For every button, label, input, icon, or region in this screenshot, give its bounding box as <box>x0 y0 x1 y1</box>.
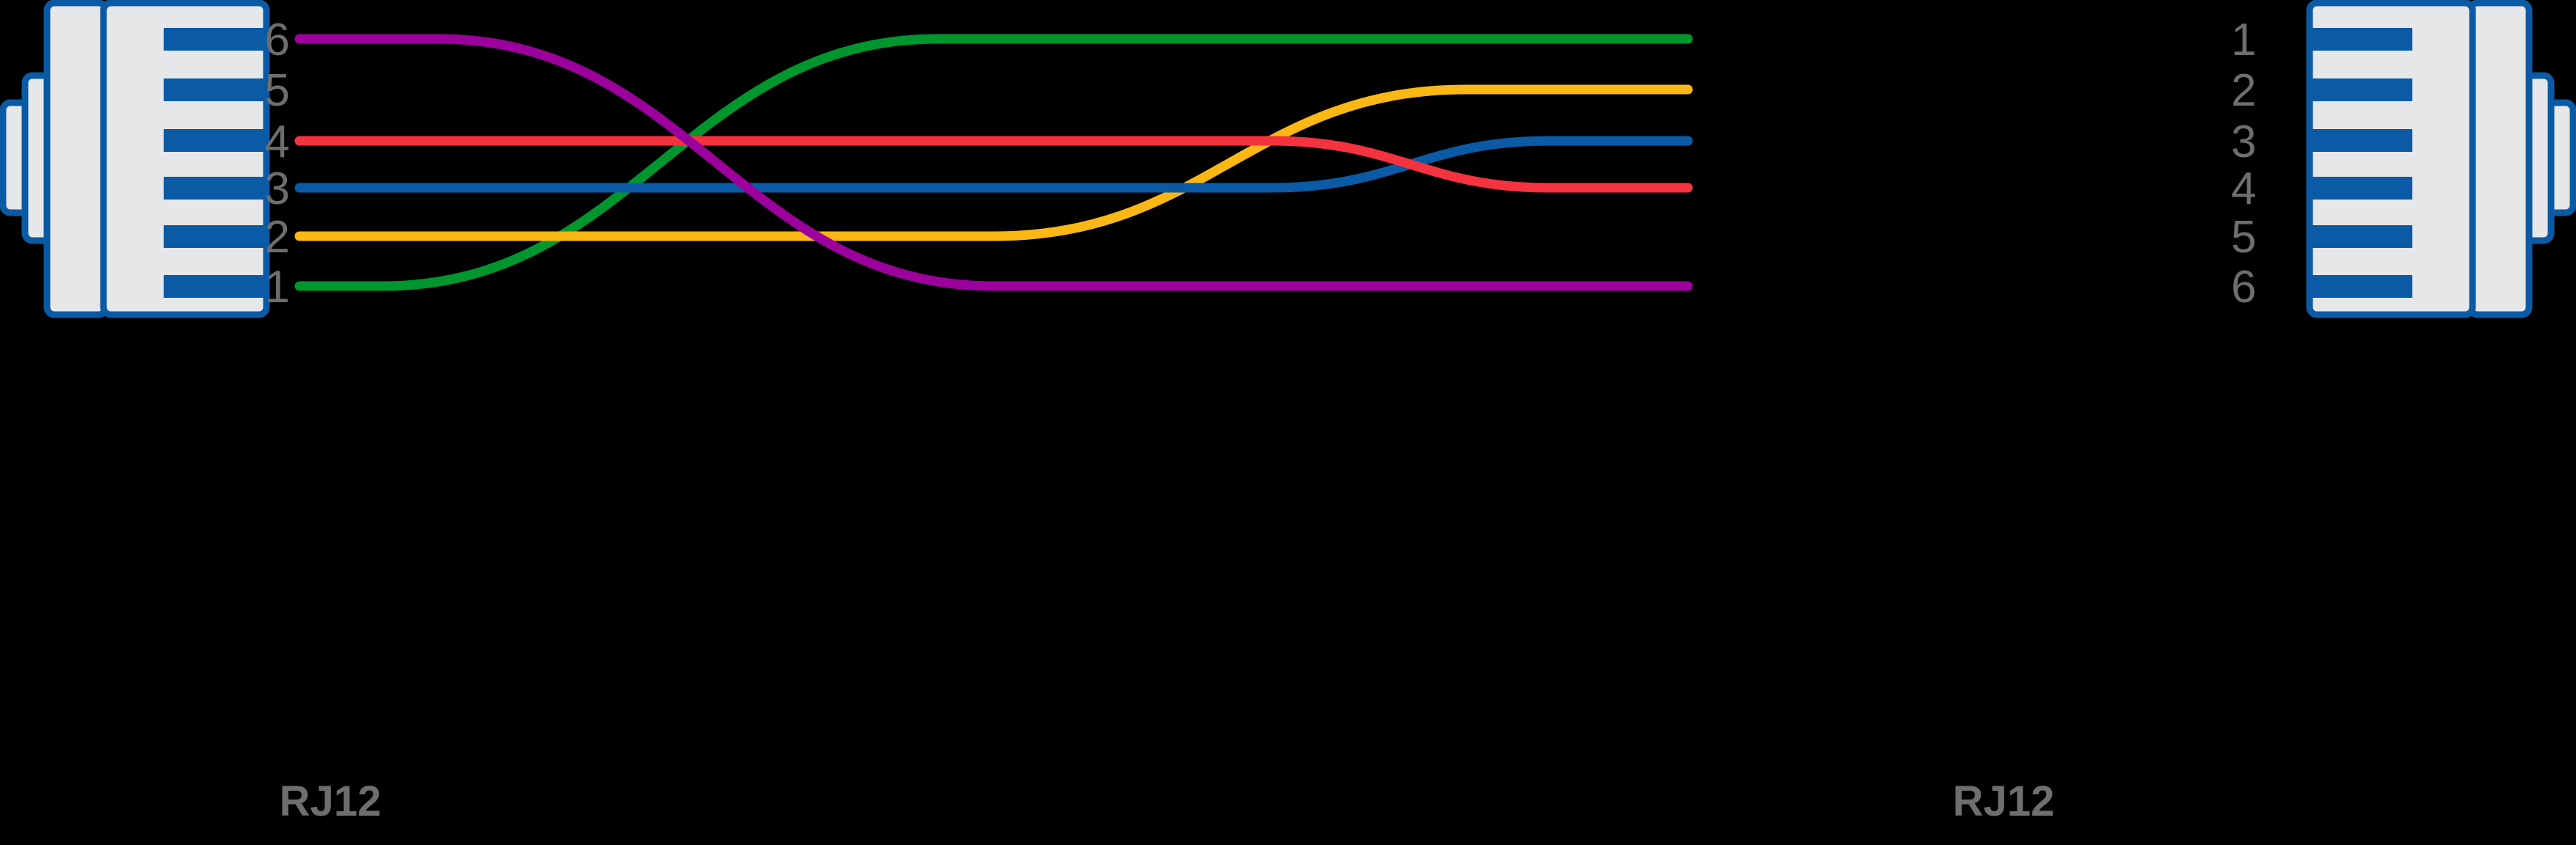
right-pin-contacts <box>2310 28 2412 298</box>
right-pin-label-1: 1 <box>2231 15 2256 65</box>
left-pin-contact-2 <box>164 225 266 248</box>
left-pin-contact-5 <box>164 78 266 101</box>
left-pin-label-4: 4 <box>265 117 290 167</box>
left-pin-contact-4 <box>164 129 266 152</box>
wire-bundle <box>294 34 1693 291</box>
wire-purple <box>294 34 1693 291</box>
right-pin-label-6: 6 <box>2231 262 2256 312</box>
right-pin-label-2: 2 <box>2231 65 2256 116</box>
right-pin-contact-1 <box>2310 28 2412 51</box>
right-pin-labels: 1 2 3 4 5 6 <box>2231 15 2256 312</box>
left-pin-label-1: 1 <box>265 262 290 312</box>
right-connector-rear-block <box>2467 0 2533 318</box>
left-pin-label-3: 3 <box>265 164 290 214</box>
wire-red <box>294 136 1693 193</box>
right-pin-label-3: 3 <box>2231 117 2256 167</box>
left-pin-label-6: 6 <box>265 15 290 65</box>
right-pin-contact-3 <box>2310 129 2412 152</box>
left-pin-contacts <box>164 28 266 298</box>
left-pin-contact-1 <box>164 275 266 298</box>
right-pin-contact-6 <box>2310 275 2412 298</box>
right-pin-contact-5 <box>2310 225 2412 248</box>
wire-green <box>294 34 1693 291</box>
right-pin-contact-2 <box>2310 78 2412 101</box>
right-connector-caption: RJ12 <box>1953 778 2055 825</box>
right-connector: 1 2 3 4 5 6 RJ12 <box>1953 0 2576 825</box>
right-pin-contact-4 <box>2310 177 2412 200</box>
right-pin-label-5: 5 <box>2231 212 2256 263</box>
right-pin-label-4: 4 <box>2231 164 2256 214</box>
left-pin-label-2: 2 <box>265 212 290 263</box>
left-pin-labels: 6 5 4 3 2 1 <box>265 15 290 312</box>
left-connector-rear-block <box>43 0 109 318</box>
left-pin-label-5: 5 <box>265 65 290 116</box>
left-pin-contact-3 <box>164 177 266 200</box>
left-pin-contact-6 <box>164 28 266 51</box>
left-connector: 6 5 4 3 2 1 RJ12 <box>0 0 382 825</box>
wire-yellow <box>294 84 1693 241</box>
left-connector-caption: RJ12 <box>280 778 382 825</box>
